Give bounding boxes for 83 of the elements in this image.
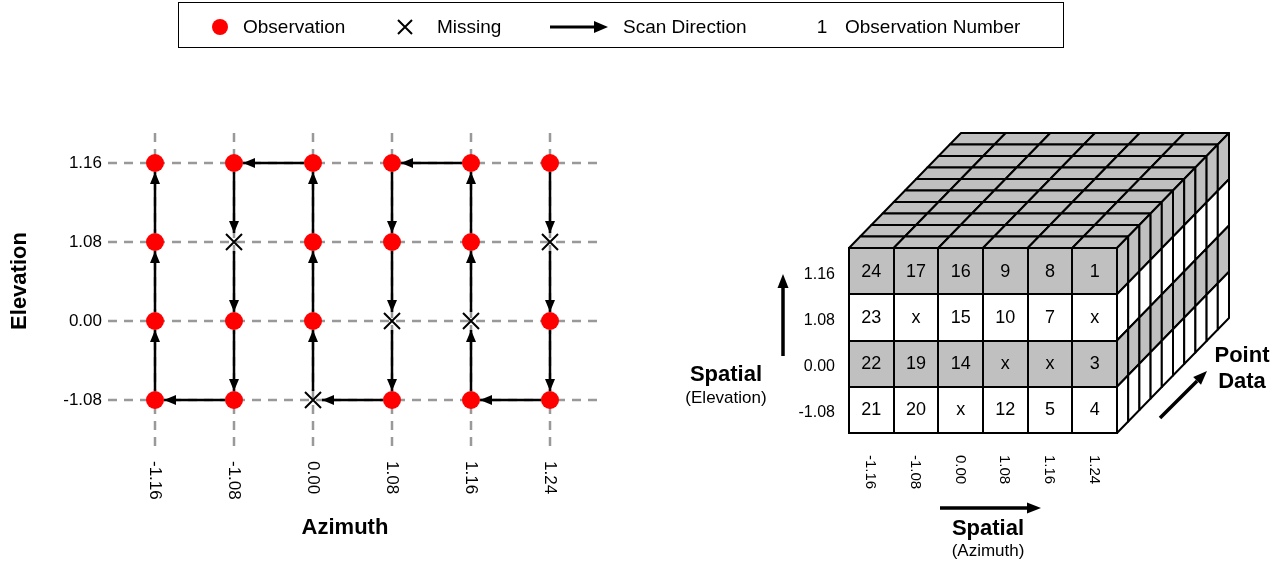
tick-label: 1.08 (382, 461, 403, 495)
tick-label: 0.00 (951, 455, 970, 485)
scan-arrow (466, 172, 476, 233)
tick-label: 0.00 (68, 310, 102, 332)
scan-arrow (466, 330, 476, 391)
observation-dot (462, 391, 480, 409)
observation-dot (304, 312, 322, 330)
tick-label: -1.08 (907, 455, 925, 490)
tick-label: 1.08 (68, 231, 102, 253)
missing-x-mark (304, 391, 322, 409)
observation-dot (541, 154, 559, 172)
table-cell: x (982, 339, 1029, 388)
scan-arrow (150, 251, 160, 312)
legend-number-sample: 1 (816, 15, 828, 39)
tick-label: 1.08 (803, 309, 835, 329)
axis-title: Spatial (951, 514, 1025, 542)
scan-arrow (229, 330, 239, 391)
table-cell: 14 (937, 339, 984, 388)
observation-dot (304, 233, 322, 251)
tick-label: 1.16 (1041, 455, 1059, 485)
tick-label: -1.16 (862, 455, 881, 490)
tick-label: 1.16 (803, 263, 835, 283)
axis-title: Point Data (1213, 341, 1271, 395)
missing-x-mark (383, 312, 401, 330)
observation-dot (383, 391, 401, 409)
scan-arrow (229, 251, 239, 312)
observation-dot (383, 154, 401, 172)
legend-label: Scan Direction (623, 15, 747, 39)
tick-label: 1.08 (996, 455, 1015, 485)
missing-x-mark (541, 233, 559, 251)
scan-arrow (387, 330, 397, 391)
tick-label: 0.00 (803, 356, 835, 376)
scan-arrow (308, 330, 318, 391)
scan-arrow (466, 251, 476, 312)
observation-dot (225, 312, 243, 330)
tick-label: 1.16 (68, 152, 102, 174)
scan-arrow (545, 330, 555, 391)
tick-label: 1.16 (461, 461, 482, 495)
observation-dot (146, 233, 164, 251)
scan-arrow (150, 172, 160, 233)
missing-x-mark (462, 312, 480, 330)
observation-dot (383, 233, 401, 251)
scan-arrow (545, 172, 555, 233)
tick-label: -1.08 (798, 402, 835, 422)
observation-dot (146, 391, 164, 409)
scan-arrow (229, 172, 239, 233)
axis-title: Azimuth (301, 513, 389, 541)
observation-dot (541, 391, 559, 409)
scan-arrow (308, 251, 318, 312)
scan-arrow (387, 251, 397, 312)
axis-title: Elevation (5, 232, 32, 330)
observation-dot (146, 312, 164, 330)
scan-arrow (164, 395, 225, 405)
table-cell: 21 (848, 385, 895, 434)
observation-dot (304, 154, 322, 172)
observation-dot (225, 391, 243, 409)
observation-dot (462, 154, 480, 172)
tick-label: -1.16 (145, 461, 166, 500)
legend-label: Observation Number (845, 15, 1021, 39)
observation-dot (146, 154, 164, 172)
missing-x-mark (225, 233, 243, 251)
scan-arrow (480, 395, 541, 405)
scan-arrow (150, 330, 160, 391)
tick-label: -1.08 (63, 389, 102, 411)
tick-label: 1.24 (1085, 455, 1104, 485)
tick-label: 1.24 (540, 461, 561, 495)
scan-arrow (545, 251, 555, 312)
scan-arrow (387, 172, 397, 233)
axis-title: Spatial (689, 360, 763, 388)
scan-arrow (243, 158, 304, 168)
tick-label: 0.00 (303, 461, 324, 495)
observation-dot (225, 154, 243, 172)
legend-label: Observation (243, 15, 346, 39)
legend-label: Missing (437, 15, 502, 39)
scan-arrow (401, 158, 462, 168)
scan-arrow (322, 395, 383, 405)
tick-label: -1.08 (224, 461, 245, 500)
table-cell: 22 (848, 339, 895, 388)
axis-subtitle: (Elevation) (685, 387, 767, 409)
observation-dot (541, 312, 559, 330)
axis-subtitle: (Azimuth) (951, 540, 1025, 562)
scan-arrow (308, 172, 318, 233)
observation-dot (462, 233, 480, 251)
